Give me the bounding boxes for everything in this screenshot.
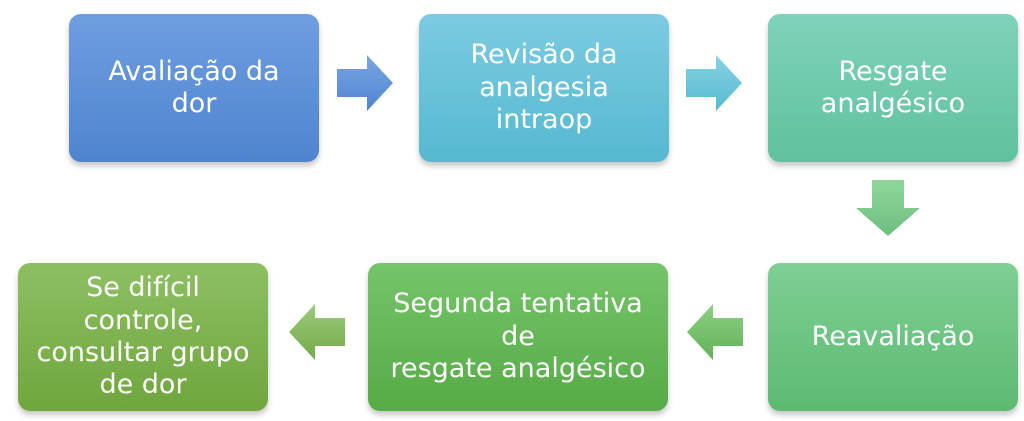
step-avaliacao-da-dor: Avaliação da dor: [69, 14, 319, 162]
step-label: Revisão da analgesia intraop: [470, 39, 618, 136]
step-revisao-da-analgesia: Revisão da analgesia intraop: [419, 14, 669, 162]
step-label: Se difícil controle, consultar grupo de …: [36, 272, 250, 401]
step-segunda-tentativa: Segunda tentativa de resgate analgésico: [368, 263, 668, 411]
step-resgate-analgesico: Resgate analgésico: [768, 14, 1018, 162]
step-label: Avaliação da dor: [108, 55, 280, 119]
step-reavaliacao: Reavaliação: [768, 263, 1018, 411]
step-label: Reavaliação: [811, 320, 975, 352]
step-consultar-grupo-de-dor: Se difícil controle, consultar grupo de …: [18, 263, 268, 411]
arrow-left-icon: [289, 304, 345, 360]
arrow-left-icon: [687, 304, 743, 360]
arrow-down-icon: [856, 180, 920, 236]
arrow-right-icon: [686, 55, 742, 111]
step-label: Segunda tentativa de resgate analgésico: [390, 288, 646, 385]
arrow-right-icon: [337, 55, 393, 111]
step-label: Resgate analgésico: [820, 55, 966, 119]
